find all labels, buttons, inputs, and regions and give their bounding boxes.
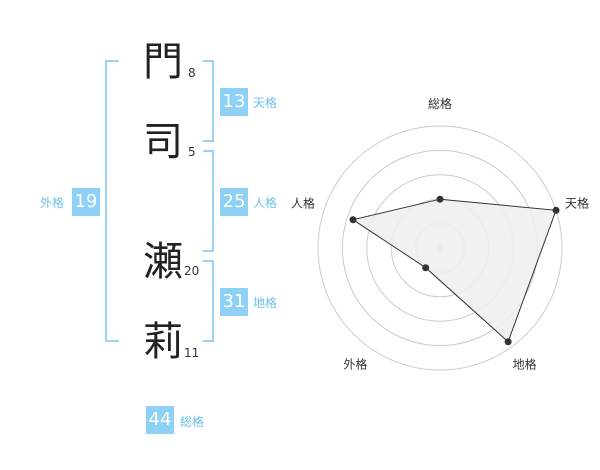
soukaku-badge: 44 — [146, 406, 174, 434]
tenkaku-label: 天格 — [253, 96, 278, 110]
radar-points — [349, 195, 560, 346]
radar-axis-label-2: 天格 — [565, 196, 589, 211]
stroke-count-3: 20 — [184, 264, 200, 278]
name-char-2: 司 — [143, 119, 183, 165]
radar-point-1 — [436, 195, 444, 203]
radar-axis-label-4: 外格 — [343, 357, 367, 372]
radar-point-3 — [504, 338, 512, 346]
radar-polygon — [351, 198, 557, 343]
stroke-count-4: 11 — [184, 346, 200, 360]
chikaku-label: 地格 — [253, 296, 278, 310]
radar-point-5 — [349, 216, 357, 224]
radar-axis-label-5: 人格 — [291, 196, 315, 211]
tenkaku-badge: 13 — [220, 88, 248, 116]
gaikaku-badge: 19 — [72, 188, 100, 216]
chikaku-badge: 31 — [220, 288, 248, 316]
gaikaku-bracket — [105, 60, 119, 342]
tenkaku-bracket — [203, 60, 214, 142]
radar-axis-label-1: 総格 — [428, 96, 452, 111]
name-char-3: 瀬 — [143, 239, 183, 285]
gaikaku-label: 外格 — [40, 196, 65, 210]
radar-point-2 — [552, 206, 560, 214]
jinkaku-label: 人格 — [253, 196, 278, 210]
jinkaku-bracket — [203, 150, 214, 252]
radar-axis-label-3: 地格 — [513, 357, 537, 372]
name-char-4: 莉 — [143, 319, 183, 365]
stroke-count-2: 5 — [188, 145, 196, 159]
name-char-1: 門 — [143, 39, 183, 85]
jinkaku-badge: 25 — [220, 188, 248, 216]
radar-ring-5 — [317, 125, 563, 371]
stroke-count-1: 8 — [188, 66, 196, 80]
soukaku-label: 総格 — [180, 415, 205, 429]
radar-point-4 — [422, 264, 430, 272]
chikaku-bracket — [203, 260, 214, 342]
